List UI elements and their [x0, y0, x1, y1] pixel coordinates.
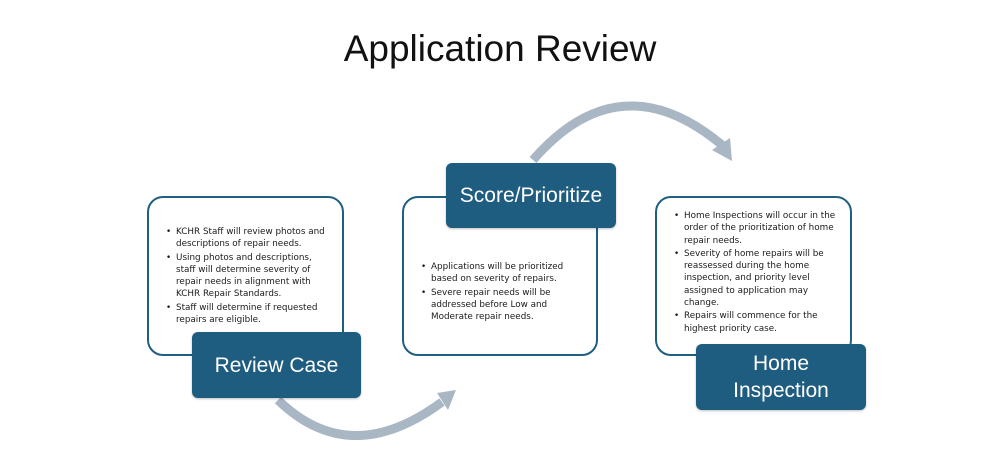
bullet-list: KCHR Staff will review photos and descri… [161, 226, 334, 326]
arrow-2-head [712, 138, 732, 161]
bullet-item: Repairs will commence for the highest pr… [674, 310, 842, 335]
curved-arrow-icon [529, 101, 732, 163]
arrow-1-head [437, 390, 456, 410]
step-label-text: Review Case [214, 353, 339, 377]
bullet-item: Severity of home repairs will be reasses… [674, 248, 842, 309]
arrow-2-shaft [529, 101, 725, 163]
bullet-list: Home Inspections will occur in the order… [669, 210, 842, 335]
bullet-item: Applications will be prioritized based o… [421, 261, 588, 286]
diagram-title: Application Review [343, 28, 657, 69]
step-label-text-line2: Inspection [733, 379, 829, 402]
bullet-item: Using photos and descriptions, staff wil… [166, 252, 334, 301]
step-card-home-inspection: Home Inspections will occur in the order… [655, 196, 852, 356]
step-card-review-case: KCHR Staff will review photos and descri… [147, 196, 344, 356]
step-label-review-case: Review Case [192, 332, 361, 398]
bullet-item: Staff will determine if requested repair… [166, 302, 334, 327]
bullet-list: Applications will be prioritized based o… [416, 261, 588, 323]
curved-arrow-icon [274, 390, 456, 440]
bullet-item: KCHR Staff will review photos and descri… [166, 226, 334, 251]
arrow-1-shaft [274, 396, 445, 440]
bullet-item: Home Inspections will occur in the order… [674, 210, 842, 247]
step-label-text: Score/Prioritize [459, 184, 603, 207]
bullet-item: Severe repair needs will be addressed be… [421, 287, 588, 324]
step-label-home-inspection: Home Inspection [696, 344, 866, 410]
step-label-score-prioritize: Score/Prioritize [446, 163, 616, 228]
step-label-text-line1: Home [752, 352, 810, 375]
